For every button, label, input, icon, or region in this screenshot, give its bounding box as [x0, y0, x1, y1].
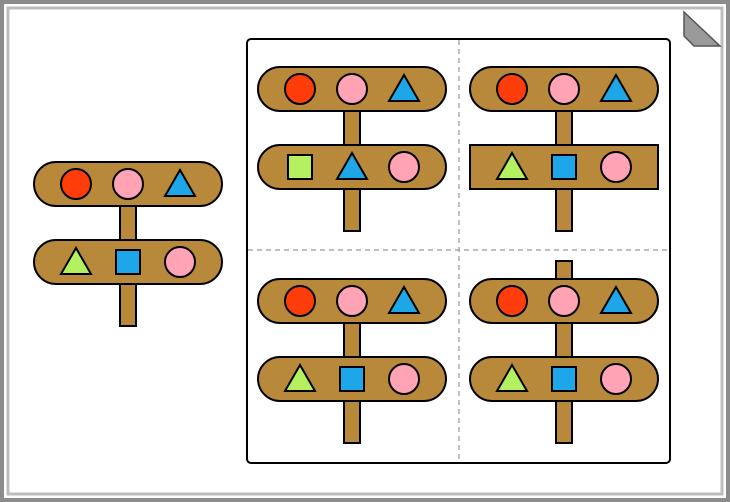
post-bottom	[343, 400, 361, 444]
pink-circle-icon	[164, 246, 196, 278]
green-square-icon	[287, 154, 313, 180]
post-middle	[343, 110, 361, 146]
pink-circle-icon	[548, 285, 580, 317]
pink-circle-icon	[600, 363, 632, 395]
pink-circle-icon	[336, 285, 368, 317]
pink-circle-icon	[112, 168, 144, 200]
blue-triangle-icon	[335, 150, 369, 180]
option-top-right[interactable]	[469, 66, 659, 232]
green-triangle-icon	[59, 245, 93, 275]
red-circle-icon	[496, 285, 528, 317]
post-bottom	[119, 283, 137, 327]
option-bottom-left[interactable]	[257, 278, 447, 444]
post-middle	[555, 322, 573, 358]
blue-triangle-icon	[387, 284, 421, 314]
option-bottom-right[interactable]	[469, 260, 659, 444]
blue-triangle-icon	[599, 284, 633, 314]
blue-triangle-icon	[387, 72, 421, 102]
blue-square-icon	[551, 366, 577, 392]
red-circle-icon	[284, 285, 316, 317]
red-circle-icon	[60, 168, 92, 200]
page-curl-icon	[683, 10, 722, 47]
pink-circle-icon	[600, 151, 632, 183]
post-middle	[555, 110, 573, 146]
pink-circle-icon	[388, 151, 420, 183]
red-circle-icon	[284, 73, 316, 105]
reference-signpost	[33, 161, 223, 327]
post-bottom	[555, 188, 573, 232]
pink-circle-icon	[548, 73, 580, 105]
blue-square-icon	[339, 366, 365, 392]
post-bottom	[555, 400, 573, 444]
post-middle	[343, 322, 361, 358]
blue-triangle-icon	[163, 167, 197, 197]
blue-square-icon	[115, 249, 141, 275]
post-top	[555, 260, 573, 280]
blue-triangle-icon	[599, 72, 633, 102]
option-top-left[interactable]	[257, 66, 447, 232]
pink-circle-icon	[336, 73, 368, 105]
green-triangle-icon	[283, 362, 317, 392]
post-bottom	[343, 188, 361, 232]
blue-square-icon	[551, 154, 577, 180]
inner-frame	[6, 6, 724, 496]
green-triangle-icon	[495, 150, 529, 180]
pink-circle-icon	[388, 363, 420, 395]
post-middle	[119, 205, 137, 241]
red-circle-icon	[496, 73, 528, 105]
green-triangle-icon	[495, 362, 529, 392]
